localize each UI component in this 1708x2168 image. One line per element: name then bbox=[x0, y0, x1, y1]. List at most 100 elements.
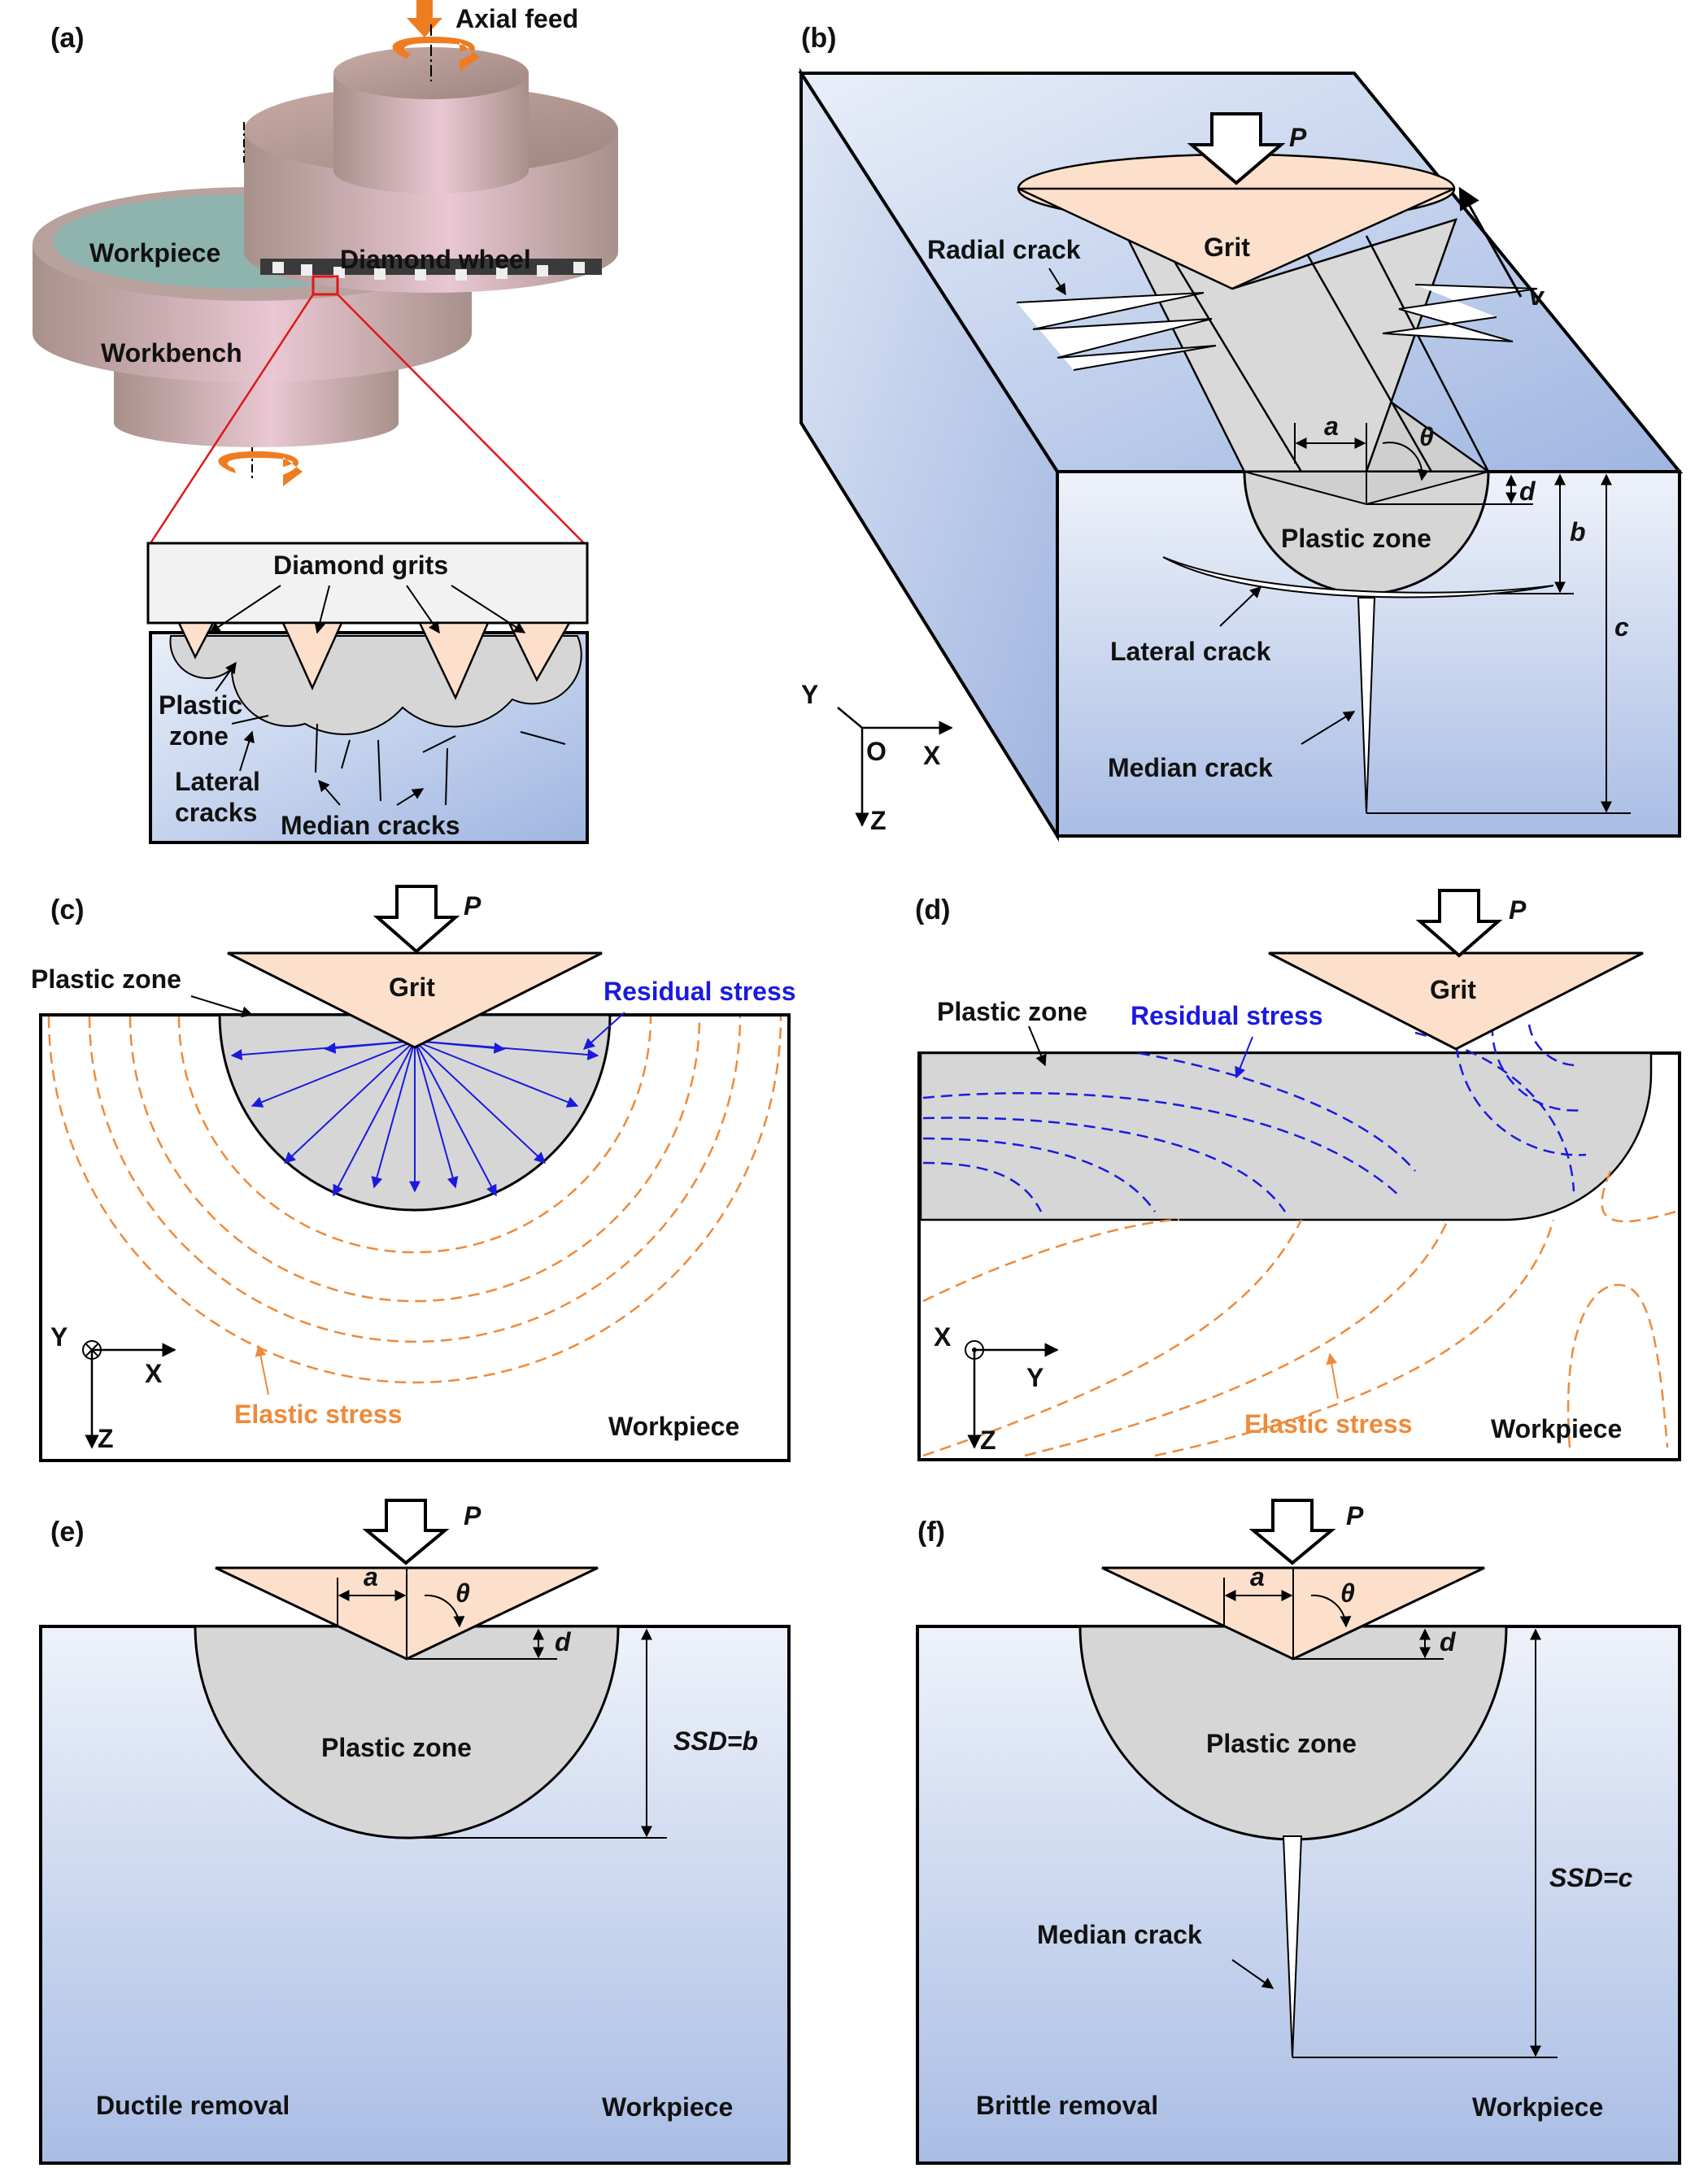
c-residual-leader bbox=[582, 1012, 625, 1050]
workpiece-label: Workpiece bbox=[89, 238, 220, 268]
f-theta-label: θ bbox=[1340, 1578, 1355, 1608]
f-median-leader bbox=[1231, 1959, 1274, 1989]
c-residual-stress-arrows bbox=[230, 1040, 599, 1197]
inset-plastic-label-1: Plastic bbox=[159, 690, 242, 720]
inset-grits bbox=[177, 621, 572, 701]
c-P-label: P bbox=[464, 891, 481, 921]
b-median-leader bbox=[1301, 711, 1356, 745]
d-P-label: P bbox=[1509, 895, 1527, 925]
b-load-arrow-icon bbox=[1187, 112, 1286, 185]
c-plastic-zone-label: Plastic zone bbox=[31, 964, 181, 994]
d-grit-label: Grit bbox=[1430, 975, 1476, 1004]
workbench-rotation-icon bbox=[218, 451, 303, 486]
e-ssd-label: SSD=b bbox=[673, 1726, 758, 1756]
f-median-crack-label: Median crack bbox=[1037, 1920, 1202, 1949]
panel-label-e: (e) bbox=[50, 1517, 85, 1548]
b-axis-o-label: O bbox=[866, 737, 887, 766]
b-b-label: b bbox=[1570, 517, 1586, 546]
f-a-label: a bbox=[1250, 1562, 1265, 1591]
panel-e: (e) a θ d SSD=b Plastic zone P Ductile r… bbox=[39, 1499, 791, 2165]
d-plastic-zone-label: Plastic zone bbox=[937, 997, 1087, 1026]
spindle-bottom bbox=[333, 148, 529, 194]
e-d-label: d bbox=[555, 1627, 572, 1656]
b-axis-z-label: Z bbox=[870, 806, 887, 835]
c-load-arrow-icon bbox=[373, 885, 460, 954]
c-elastic-stress-lines bbox=[47, 1016, 782, 1384]
workbench-disk-bottom bbox=[33, 285, 472, 382]
grit-cone bbox=[1017, 187, 1455, 290]
inset-lateral-leader bbox=[239, 730, 255, 772]
b-lateral-crack-label: Lateral crack bbox=[1110, 637, 1271, 666]
c-residual-stress-label: Residual stress bbox=[603, 977, 796, 1006]
inset-plastic-label-2: zone bbox=[169, 721, 229, 751]
panel-label-b: (b) bbox=[801, 23, 836, 54]
axial-feed-arrow-icon bbox=[407, 0, 442, 37]
d-axis-y-label: Y bbox=[1026, 1363, 1044, 1392]
d-axis-x-label: X bbox=[934, 1322, 952, 1352]
panel-a: (a) Axial feed Workpiece Workbench bbox=[33, 0, 618, 844]
inset-median-leader-1 bbox=[318, 779, 341, 806]
b-median-crack bbox=[1357, 597, 1376, 814]
e-load-arrow-icon bbox=[362, 1499, 450, 1565]
f-theta-arc bbox=[1310, 1594, 1352, 1628]
e-removal-label: Ductile removal bbox=[96, 2091, 290, 2120]
radial-crack-left bbox=[1016, 292, 1217, 371]
f-workpiece-label: Workpiece bbox=[1472, 2092, 1603, 2122]
e-workpiece-label: Workpiece bbox=[602, 2092, 733, 2122]
diamond-wheel-label: Diamond wheel bbox=[340, 245, 531, 274]
d-plastic-leader bbox=[1028, 1025, 1047, 1067]
f-d-label: d bbox=[1440, 1627, 1457, 1656]
c-workpiece-label: Workpiece bbox=[608, 1412, 739, 1441]
d-residual-leader bbox=[1235, 1036, 1253, 1079]
b-a-label: a bbox=[1324, 411, 1339, 441]
b-v-label: v bbox=[1529, 281, 1545, 311]
spindle-rotation-icon bbox=[392, 37, 480, 72]
b-c-label: c bbox=[1614, 612, 1629, 642]
d-axis-z-label: Z bbox=[980, 1426, 996, 1455]
c-elastic-leader bbox=[255, 1344, 269, 1395]
panel-label-d: (d) bbox=[915, 895, 950, 925]
panel-f: (f) a θ d SSD=c Plastic zone Median crac… bbox=[916, 1499, 1681, 2165]
zoom-line-left bbox=[149, 294, 315, 544]
panel-label-a: (a) bbox=[50, 23, 85, 54]
f-plastic-zone-label: Plastic zone bbox=[1206, 1729, 1357, 1758]
panel-b: (b) Grit P Radial crack v a bbox=[798, 23, 1684, 842]
v-arrow-icon bbox=[1458, 186, 1523, 298]
inset-median-label: Median cracks bbox=[281, 811, 460, 840]
f-ssd-label: SSD=c bbox=[1549, 1863, 1632, 1892]
f-P-label: P bbox=[1346, 1501, 1364, 1530]
grit-edges bbox=[1170, 235, 1490, 472]
b-theta-arc bbox=[1382, 442, 1429, 481]
d-load-arrow-icon bbox=[1415, 889, 1503, 958]
inset-plastic-leader bbox=[215, 661, 237, 692]
d-workpiece-label: Workpiece bbox=[1491, 1414, 1622, 1443]
c-axis-y-label: Y bbox=[50, 1322, 68, 1352]
zoom-line-right bbox=[337, 294, 585, 544]
d-elastic-stress-lines bbox=[922, 1170, 1676, 1457]
b-plastic-zone-label: Plastic zone bbox=[1281, 524, 1431, 553]
panel-c: (c) Grit P Plastic zone bbox=[31, 885, 796, 1462]
axial-feed-label: Axial feed bbox=[455, 4, 578, 33]
b-lateral-leader bbox=[1219, 586, 1262, 627]
workbench-stem-base bbox=[114, 398, 399, 447]
b-d-label: d bbox=[1519, 477, 1536, 506]
panel-label-f: (f) bbox=[917, 1517, 945, 1548]
zoom-box bbox=[312, 275, 339, 296]
c-plastic-leader bbox=[190, 995, 254, 1017]
b-axis-x-label: X bbox=[923, 741, 941, 770]
b-lateral-crack bbox=[1162, 556, 1554, 599]
inset-wheel-bond bbox=[146, 542, 589, 625]
diamond-grits-label: Diamond grits bbox=[273, 551, 448, 580]
inset-plastic-zones bbox=[169, 635, 582, 735]
radial-crack-leader bbox=[1048, 268, 1066, 296]
d-elastic-stress-label: Elastic stress bbox=[1244, 1409, 1412, 1439]
inset-lateral-label-2: cracks bbox=[175, 798, 257, 827]
d-residual-stress-label: Residual stress bbox=[1131, 1001, 1323, 1030]
b-median-crack-label: Median crack bbox=[1108, 753, 1273, 782]
inset-cracks bbox=[231, 715, 566, 806]
d-elastic-leader bbox=[1326, 1352, 1339, 1400]
f-load-arrow-icon bbox=[1248, 1499, 1336, 1565]
diamond-grits-leaders bbox=[208, 585, 526, 634]
e-theta-label: θ bbox=[455, 1578, 470, 1608]
